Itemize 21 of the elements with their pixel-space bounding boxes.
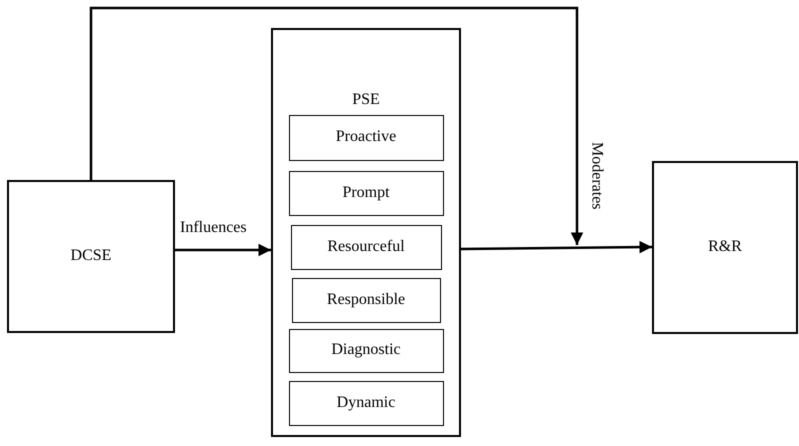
arrow bbox=[90, 6, 584, 245]
dimension-box bbox=[288, 328, 444, 372]
node-label: Responsible bbox=[326, 290, 406, 310]
dimension-box bbox=[288, 170, 444, 216]
node-label: Dynamic bbox=[336, 392, 396, 412]
container-box bbox=[271, 28, 461, 437]
node-label: DCSE bbox=[70, 246, 112, 266]
arrow bbox=[460, 240, 652, 254]
node-label: R&R bbox=[708, 237, 742, 257]
dimension-box bbox=[288, 380, 444, 426]
arrow bbox=[175, 244, 271, 256]
node-label: Proactive bbox=[336, 127, 396, 147]
dimension-box bbox=[288, 114, 444, 160]
dimension-box bbox=[290, 224, 442, 270]
concept-box bbox=[652, 161, 798, 334]
concept-box bbox=[7, 180, 175, 333]
node-label: Prompt bbox=[342, 182, 390, 202]
node-label: PSE bbox=[352, 90, 380, 110]
dimension-box bbox=[292, 278, 440, 322]
node-label: Resourceful bbox=[327, 236, 405, 256]
node-label: Diagnostic bbox=[331, 340, 401, 360]
